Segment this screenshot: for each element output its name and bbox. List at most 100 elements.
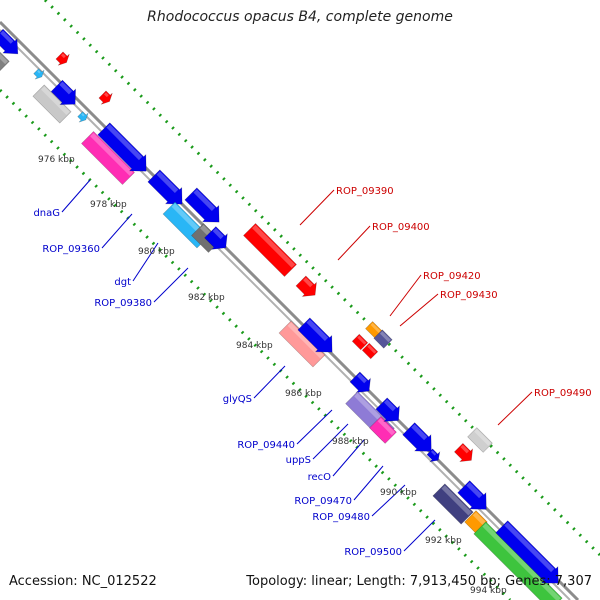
gene-red-ROP09390-head-shape — [295, 275, 317, 297]
gene-darkslate-ROP09500 — [432, 483, 474, 525]
gene-blue-6-highlight — [384, 399, 396, 412]
gene-cyan-tiny-2-shape — [77, 111, 89, 123]
gene-orange-ROP09420-highlight — [370, 322, 382, 334]
gene-label-ROP_09470: ROP_09470 — [294, 496, 352, 507]
gene-blue-7-highlight — [411, 424, 428, 441]
gene-red-tiny-2-highlight — [104, 92, 109, 98]
gene-red-tiny-2-shape — [98, 90, 113, 105]
tick-label-976kbp: 976 kbp — [38, 155, 75, 165]
gene-grey-ROP09490 — [467, 427, 493, 453]
gene-label-recO: recO — [308, 472, 332, 483]
leader-recO — [332, 439, 365, 477]
gene-blue-3-highlight — [193, 189, 216, 212]
leader-uppS — [312, 423, 349, 460]
tick-label-992kbp: 992 kbp — [425, 536, 462, 546]
gene-blue-7-shape — [402, 422, 432, 452]
tick-label-980kbp: 980 kbp — [138, 247, 175, 257]
gene-label-ROP_09500: ROP_09500 — [344, 547, 402, 558]
gene-blue-2-highlight — [156, 171, 179, 194]
tick-label-984kbp: 984 kbp — [236, 341, 273, 351]
gene-grey-ROP09490-highlight — [474, 429, 491, 446]
gene-red-small-2-shape — [361, 342, 379, 360]
gene-blue-7 — [402, 422, 432, 452]
gene-label-uppS: uppS — [286, 455, 311, 466]
leader-ROP_09420 — [389, 274, 422, 317]
leader-ROP_09390 — [299, 189, 335, 226]
gene-blue-5-highlight — [357, 373, 367, 384]
gene-blue-glyQS-shape — [297, 317, 333, 353]
gene-red-ROP09490-highlight — [460, 444, 470, 454]
leader-ROP_09480 — [371, 484, 406, 517]
gene-pink-recO-shape — [369, 416, 397, 444]
leader-ROP_09360 — [101, 213, 133, 249]
tick-label-982kbp: 982 kbp — [188, 293, 225, 303]
leader-dnaG — [61, 179, 91, 213]
gene-red-ROP09390-head — [295, 275, 317, 297]
gene-darkslate-ROP09500-shape — [432, 483, 474, 525]
gene-blue-6-shape — [375, 397, 400, 422]
genome-summary-text: Topology: linear; Length: 7,913,450 bp; … — [246, 574, 592, 589]
dotted-line-inner-reverse — [0, 88, 512, 600]
leader-ROP_09380 — [153, 267, 189, 303]
gene-label-ROP_09440: ROP_09440 — [237, 440, 295, 451]
gene-blue-9-shape — [495, 520, 559, 584]
gene-orange-ROP09500-highlight — [472, 512, 486, 526]
gene-blue-dnaG-shape — [97, 122, 147, 172]
gene-green-long-highlight — [482, 523, 561, 600]
gene-label-ROP_09360: ROP_09360 — [42, 244, 100, 255]
gene-cyan-tiny-1-highlight — [37, 70, 41, 74]
leader-ROP_09400 — [337, 225, 371, 261]
leader-ROP_09490 — [497, 391, 533, 426]
gene-blue-dnaG — [97, 122, 147, 172]
backbone-layer — [0, 20, 580, 600]
gene-grey-light-1-highlight — [41, 86, 70, 115]
gene-blue-small-shape — [426, 448, 441, 463]
gene-top-blue-1-shape — [0, 28, 19, 55]
gene-pink-dnaG-highlight — [90, 132, 134, 176]
leader-ROP_09430 — [399, 293, 439, 327]
gene-top-grey-1 — [0, 48, 10, 72]
gene-red-small-1-shape — [351, 333, 369, 351]
gene-cyan-tiny-2-highlight — [81, 113, 85, 117]
gene-blue-small — [426, 448, 441, 463]
gene-blue-6 — [375, 397, 400, 422]
gene-slate-ROP09430-shape — [373, 329, 393, 349]
backbone-line-outer — [0, 20, 580, 600]
gene-label-ROP_09400: ROP_09400 — [372, 222, 430, 233]
gene-blue-glyQS-highlight — [306, 319, 329, 342]
gene-grey-ROP09490-shape — [467, 427, 493, 453]
gene-red-ROP09490 — [453, 442, 474, 463]
gene-blue-dnaG-highlight — [106, 124, 143, 161]
gene-salmon-glyQS-highlight — [287, 322, 324, 359]
tick-label-986kbp: 986 kbp — [285, 389, 322, 399]
gene-top-grey-1-shape — [0, 48, 10, 72]
gene-label-ROP_09390: ROP_09390 — [336, 186, 394, 197]
gene-red-small-1-highlight — [357, 335, 367, 345]
tick-label-990kbp: 990 kbp — [380, 488, 417, 498]
gene-label-dnaG: dnaG — [33, 208, 60, 219]
gene-blue-3 — [184, 187, 220, 223]
gene-pink-dnaG — [81, 131, 135, 185]
gene-red-tiny-1 — [55, 51, 70, 66]
gene-label-ROP_09430: ROP_09430 — [440, 290, 498, 301]
gene-red-ROP09490-shape — [453, 442, 474, 463]
gene-slate-ROP09430 — [373, 329, 393, 349]
leaders-layer — [61, 179, 533, 552]
gene-blue-5-shape — [349, 371, 371, 393]
gene-blue-upper — [50, 79, 76, 105]
gene-blue-4-shape — [204, 226, 228, 250]
gene-label-ROP_09420: ROP_09420 — [423, 271, 481, 282]
leader-ROP_09500 — [403, 519, 436, 552]
gene-red-small-2-highlight — [367, 344, 377, 354]
gene-label-ROP_09490: ROP_09490 — [534, 388, 592, 399]
gene-blue-8 — [457, 480, 487, 510]
leader-dgt — [132, 242, 159, 282]
gene-red-small-2 — [361, 342, 379, 360]
gene-red-tiny-1-shape — [55, 51, 70, 66]
gene-blue-4 — [204, 226, 228, 250]
gene-red-tiny-2 — [98, 90, 113, 105]
gene-label-glyQS: glyQS — [223, 394, 252, 405]
gene-blue-4-highlight — [212, 227, 224, 240]
